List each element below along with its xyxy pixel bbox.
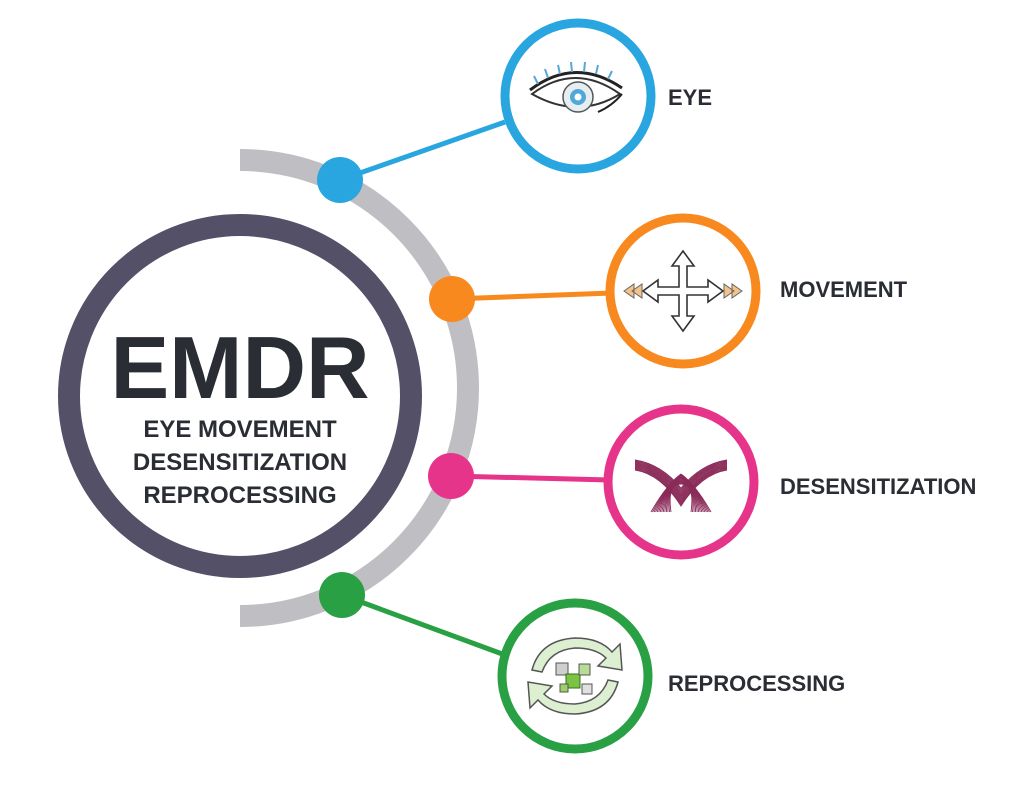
eye-icon xyxy=(529,61,623,113)
recycle-arrows-icon xyxy=(527,637,623,715)
four-way-arrows-icon xyxy=(623,249,743,333)
connector-eye xyxy=(339,119,506,183)
node-desensitization xyxy=(603,404,759,560)
label-movement: MOVEMENT xyxy=(780,277,908,302)
node-eye xyxy=(500,18,656,174)
center-title: EMDR xyxy=(110,318,369,417)
center-subtitle-line-1: EYE MOVEMENT xyxy=(143,416,337,443)
center-subtitle-line-2: DESENSITIZATION xyxy=(133,449,347,476)
dot-desensitization xyxy=(428,453,474,499)
wave-lines-icon xyxy=(634,459,728,513)
node-movement xyxy=(605,213,761,369)
connector-reprocessing xyxy=(341,592,506,658)
dot-reprocessing xyxy=(319,572,365,618)
connector-movement xyxy=(451,290,613,302)
label-eye: EYE xyxy=(668,85,712,110)
center-subtitle-line-3: REPROCESSING xyxy=(143,482,336,509)
dot-eye xyxy=(317,157,363,203)
node-reprocessing xyxy=(497,598,653,754)
center-ring xyxy=(58,214,422,578)
connector-desensitization xyxy=(450,473,611,483)
label-desensitization: DESENSITIZATION xyxy=(780,474,976,499)
label-reprocessing: REPROCESSING xyxy=(668,671,845,696)
dot-movement xyxy=(429,276,475,322)
